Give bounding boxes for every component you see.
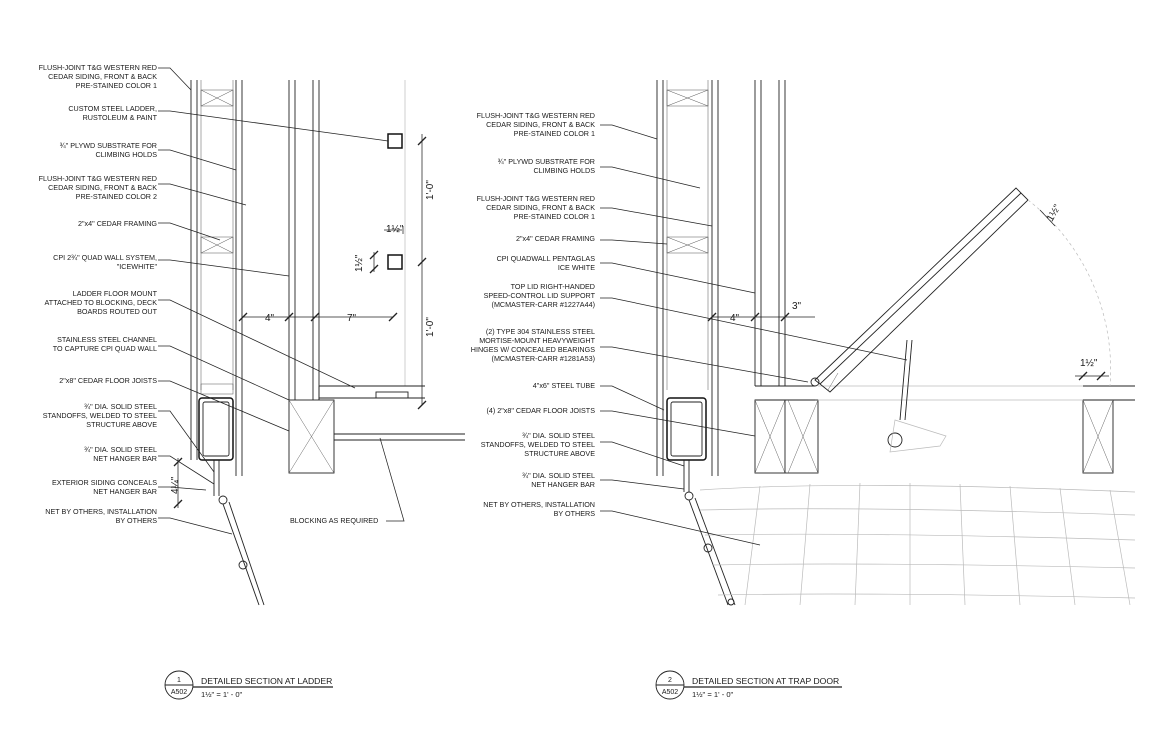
note-text: ¾" DIA. SOLID STEEL (522, 471, 595, 480)
note-text: CUSTOM STEEL LADDER, (68, 104, 157, 113)
note-text: TO CAPTURE CPI QUAD WALL (53, 344, 157, 353)
dimension-label: 1'-0" (425, 317, 436, 337)
dimension-label: 4" (730, 313, 740, 324)
note-text: PRE-STAINED COLOR 2 (76, 192, 157, 201)
note-text: MORTISE-MOUNT HEAVYWEIGHT (479, 336, 595, 345)
detail-title: DETAILED SECTION AT TRAP DOOR (692, 676, 839, 686)
note-text: ¾" DIA. SOLID STEEL (522, 431, 595, 440)
note-text: CPI QUADWALL PENTAGLAS (497, 254, 596, 263)
dimension-label: 1½" (386, 224, 404, 235)
note-text: EXTERIOR SIDING CONCEALS (52, 478, 157, 487)
note-text: ¾" PLYWD SUBSTRATE FOR (498, 157, 595, 166)
note-text: 4"x6" STEEL TUBE (533, 381, 595, 390)
note-text: "ICEWHITE" (117, 262, 158, 271)
note-text: 2"x8" CEDAR FLOOR JOISTS (59, 376, 157, 385)
note-text: CLIMBING HOLDS (533, 166, 595, 175)
note-text: 2"x4" CEDAR FRAMING (78, 219, 157, 228)
note-text: CEDAR SIDING, FRONT & BACK (486, 120, 595, 129)
ladder-notes: FLUSH-JOINT T&G WESTERN RED CEDAR SIDING… (39, 63, 436, 525)
note-text: NET HANGER BAR (93, 454, 157, 463)
note-text: (2) TYPE 304 STAINLESS STEEL (486, 327, 595, 336)
note-text: (MCMASTER-CARR #1227A44) (492, 300, 595, 309)
note-text: PRE-STAINED COLOR 1 (514, 129, 595, 138)
note-text: BOARDS ROUTED OUT (77, 307, 157, 316)
note-text: CPI 2¾" QUAD WALL SYSTEM, (53, 253, 157, 262)
note-text: (4) 2"x8" CEDAR FLOOR JOISTS (486, 406, 595, 415)
dimension-label: 3" (792, 301, 802, 312)
detail-scale: 1½" = 1' - 0" (201, 690, 243, 699)
sheet-number: A502 (662, 689, 678, 696)
note-text: ¾" PLYWD SUBSTRATE FOR (60, 141, 157, 150)
detail-title-1: 1 A502 DETAILED SECTION AT LADDER 1½" = … (164, 670, 333, 700)
dimension-label: 4¼" (169, 476, 181, 494)
note-text: STAINLESS STEEL CHANNEL (57, 335, 157, 344)
note-text: FLUSH-JOINT T&G WESTERN RED (39, 174, 157, 183)
note-text: NET HANGER BAR (93, 487, 157, 496)
dimension-label: 1'-0" (425, 180, 436, 200)
note-text: ATTACHED TO BLOCKING, DECK (45, 298, 158, 307)
note-text: STANDOFFS, WELDED TO STEEL (43, 411, 157, 420)
note-text: CEDAR SIDING, FRONT & BACK (48, 183, 157, 192)
note-text: PRE-STAINED COLOR 1 (76, 81, 157, 90)
note-text: NET BY OTHERS, INSTALLATION (483, 500, 595, 509)
note-text: NET HANGER BAR (531, 480, 595, 489)
trapdoor-notes: FLUSH-JOINT T&G WESTERN RED CEDAR SIDING… (471, 111, 1098, 518)
note-text: (MCMASTER-CARR #1281A53) (492, 354, 595, 363)
note-text: ¾" DIA. SOLID STEEL (84, 445, 157, 454)
detail-scale: 1½" = 1' - 0" (692, 690, 734, 699)
note-text: CEDAR SIDING, FRONT & BACK (48, 72, 157, 81)
note-text: TOP LID RIGHT-HANDED (511, 282, 595, 291)
ladder-section-drawing (158, 67, 465, 606)
note-text: CEDAR SIDING, FRONT & BACK (486, 203, 595, 212)
note-text: PRE-STAINED COLOR 1 (514, 212, 595, 221)
blocking-note: BLOCKING AS REQUIRED (290, 516, 378, 525)
detail-number: 1 (177, 677, 181, 684)
dimension-label: 1½" (1045, 202, 1063, 223)
detail-title: DETAILED SECTION AT LADDER (201, 676, 332, 686)
note-text: SPEED-CONTROL LID SUPPORT (484, 291, 596, 300)
note-text: STRUCTURE ABOVE (524, 449, 595, 458)
note-text: CLIMBING HOLDS (95, 150, 157, 159)
net-mesh (699, 482, 1136, 606)
note-text: ¾" DIA. SOLID STEEL (84, 402, 157, 411)
note-text: 2"x4" CEDAR FRAMING (516, 234, 595, 243)
dimension-label: 7" (347, 313, 357, 324)
note-text: NET BY OTHERS, INSTALLATION (45, 507, 157, 516)
trapdoor-section-drawing (600, 80, 1136, 606)
detail-title-2: 2 A502 DETAILED SECTION AT TRAP DOOR 1½"… (655, 670, 842, 700)
note-text: FLUSH-JOINT T&G WESTERN RED (39, 63, 157, 72)
note-text: BY OTHERS (554, 509, 596, 518)
note-text: RUSTOLEUM & PAINT (83, 113, 158, 122)
note-text: FLUSH-JOINT T&G WESTERN RED (477, 111, 595, 120)
note-text: BY OTHERS (116, 516, 158, 525)
note-text: STANDOFFS, WELDED TO STEEL (481, 440, 595, 449)
dimension-label: 1½" (1080, 358, 1098, 369)
note-text: ICE WHITE (558, 263, 595, 272)
detail-number: 2 (668, 677, 672, 684)
note-text: FLUSH-JOINT T&G WESTERN RED (477, 194, 595, 203)
dimension-label: 1½" (354, 254, 365, 272)
note-text: LADDER FLOOR MOUNT (73, 289, 158, 298)
note-text: STRUCTURE ABOVE (86, 420, 157, 429)
sheet-number: A502 (171, 689, 187, 696)
note-text: HINGES W/ CONCEALED BEARINGS (471, 345, 595, 354)
dimension-label: 4" (265, 313, 275, 324)
